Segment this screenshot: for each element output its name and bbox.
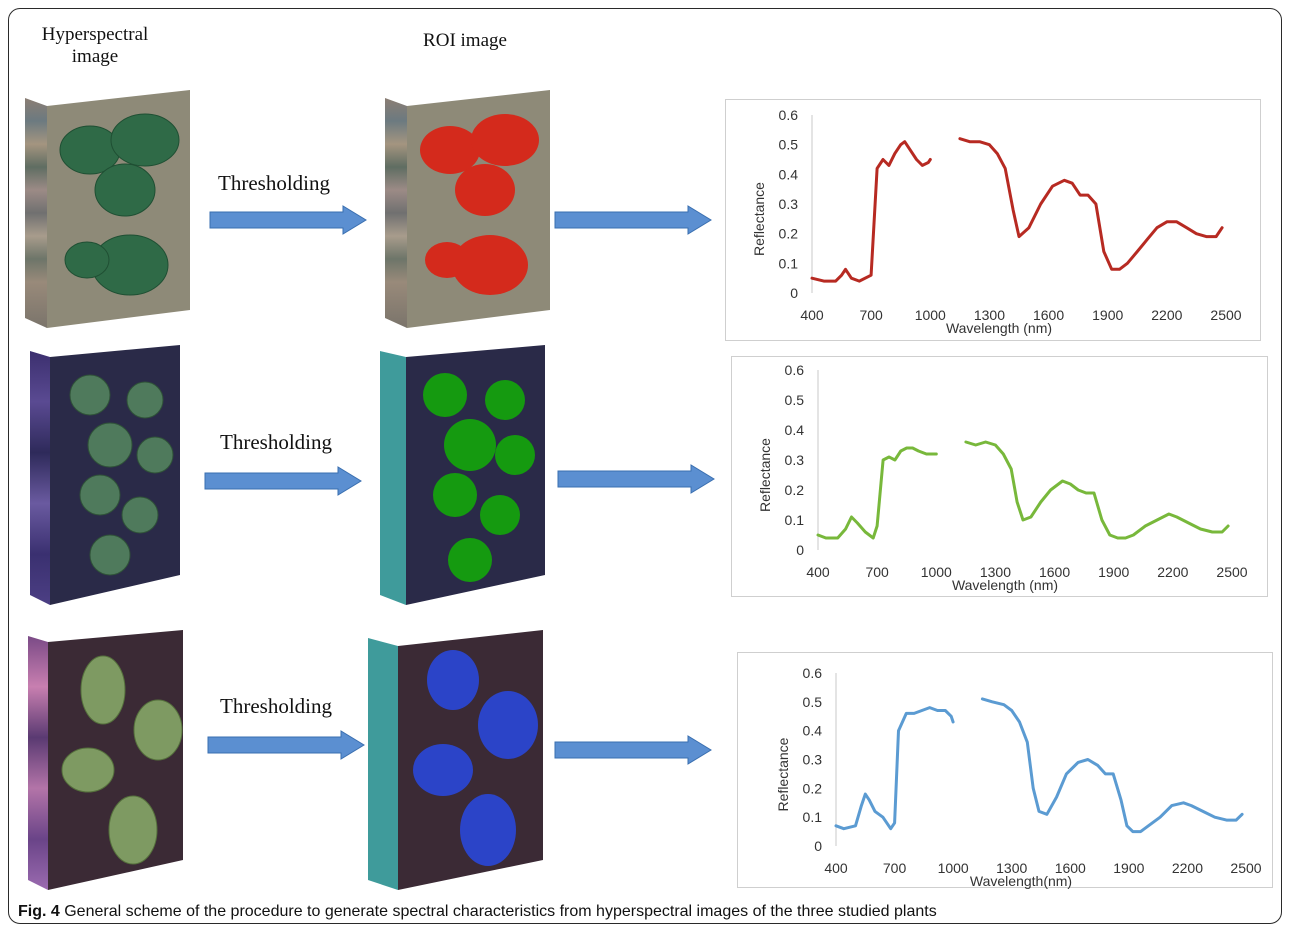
arrow-right-icon [207, 730, 365, 760]
x-tick-label: 1600 [1033, 307, 1064, 323]
chart-box-1: 0 0.1 0.2 0.3 0.4 0.5 0.6 400 700 1000 1300 1600 190… [725, 99, 1261, 341]
x-tick-label: 1000 [938, 860, 969, 876]
x-tick-label: 400 [824, 860, 848, 876]
x-tick-label: 2200 [1172, 860, 1203, 876]
y-tick-label: 0.2 [779, 226, 799, 242]
arrow-right-icon [554, 735, 712, 765]
y-tick-label: 0.2 [803, 780, 823, 796]
y-tick-label: 0.1 [803, 809, 823, 825]
figure-caption: Fig. 4 General scheme of the procedure t… [18, 903, 937, 921]
roi-mask-1 [420, 114, 539, 295]
y-axis-title: Reflectance [751, 182, 767, 256]
x-tick-label: 1300 [996, 860, 1027, 876]
x-tick-label: 1900 [1098, 564, 1129, 580]
y-tick-label: 0.4 [779, 166, 799, 182]
y-tick-label: 0.5 [785, 392, 805, 408]
y-tick-label: 0.1 [785, 512, 805, 528]
header-roi: ROI image [423, 30, 507, 51]
hyperspectral-image-2 [30, 345, 180, 605]
arrow-right-icon [204, 466, 362, 496]
x-tick-label: 1900 [1092, 307, 1123, 323]
y-axis-title: Reflectance [775, 737, 791, 811]
chart-box-3: 0 0.1 0.2 0.3 0.4 0.5 0.6 400 700 1000 1300 1600 190… [737, 652, 1273, 889]
roi-mask-3 [413, 650, 538, 866]
arrow-right-icon [209, 205, 367, 235]
y-tick-label: 0.4 [785, 422, 805, 438]
x-tick-label: 2500 [1230, 860, 1261, 876]
y-tick-label: 0.6 [785, 362, 805, 378]
x-tick-label: 1300 [980, 564, 1011, 580]
y-tick-label: 0.3 [785, 452, 805, 468]
spectrum-line-segment-1 [810, 140, 932, 283]
y-tick-label: 0.5 [779, 137, 799, 153]
figure-caption-text: General scheme of the procedure to gener… [64, 903, 937, 920]
roi-mask-2 [423, 373, 535, 582]
y-axis-title: Reflectance [757, 438, 773, 512]
spectrum-line-segment-1 [816, 446, 938, 540]
figure-number: Fig. 4 [18, 903, 60, 920]
y-tick-label: 0.6 [779, 107, 799, 123]
x-tick-label: 1300 [974, 307, 1005, 323]
x-tick-label: 2200 [1151, 307, 1182, 323]
x-axis-title: Wavelength (nm) [946, 320, 1052, 336]
thresholding-label-3: Thresholding [220, 694, 332, 718]
y-tick-label: 0 [790, 285, 798, 301]
x-tick-label: 2500 [1210, 307, 1241, 323]
spectrum-line-segment-1 [834, 706, 955, 831]
roi-image-2 [380, 345, 545, 605]
x-tick-label: 1000 [915, 307, 946, 323]
roi-image-3 [368, 630, 543, 890]
spectrum-line-segment-2 [980, 697, 1244, 834]
x-tick-label: 1600 [1055, 860, 1086, 876]
figure-frame [8, 8, 1282, 924]
y-tick-label: 0 [796, 542, 804, 558]
arrow-right-icon [554, 205, 712, 235]
y-tick-label: 0.3 [803, 752, 823, 768]
x-tick-label: 2500 [1216, 564, 1247, 580]
x-tick-label: 700 [883, 860, 907, 876]
y-tick-label: 0 [814, 838, 822, 854]
x-axis-title: Wavelength(nm) [970, 873, 1072, 889]
x-tick-label: 1000 [921, 564, 952, 580]
thresholding-label-2: Thresholding [220, 430, 332, 454]
thresholding-label-1: Thresholding [218, 171, 330, 195]
chart-box-2: 0 0.1 0.2 0.3 0.4 0.5 0.6 400 700 1000 1300 1600 190… [731, 356, 1268, 597]
spectral-chart-1: 0 0.1 0.2 0.3 0.4 0.5 0.6 400 700 1000 1300 1600 190… [751, 107, 1242, 336]
spectrum-line-segment-2 [964, 440, 1230, 540]
x-axis-title: Wavelength (nm) [952, 577, 1058, 593]
y-tick-label: 0.6 [803, 665, 823, 681]
x-tick-label: 400 [800, 307, 824, 323]
y-tick-label: 0.4 [803, 723, 823, 739]
roi-image-1 [385, 90, 550, 328]
x-tick-label: 700 [859, 307, 883, 323]
x-tick-label: 700 [865, 564, 889, 580]
x-tick-label: 1900 [1113, 860, 1144, 876]
spectral-chart-2: 0 0.1 0.2 0.3 0.4 0.5 0.6 400 700 1000 1300 1600 190… [757, 362, 1248, 593]
hyperspectral-image-3 [28, 630, 183, 890]
spectral-chart-3: 0 0.1 0.2 0.3 0.4 0.5 0.6 400 700 1000 1300 1600 190… [775, 665, 1262, 889]
x-tick-label: 1600 [1039, 564, 1070, 580]
x-tick-label: 400 [806, 564, 830, 580]
x-tick-label: 2200 [1157, 564, 1188, 580]
y-tick-label: 0.1 [779, 255, 799, 271]
y-tick-label: 0.3 [779, 196, 799, 212]
hyperspectral-image-1 [25, 90, 190, 328]
y-tick-label: 0.5 [803, 694, 823, 710]
spectrum-line-segment-2 [958, 137, 1224, 271]
arrow-right-icon [557, 464, 715, 494]
y-tick-label: 0.2 [785, 482, 805, 498]
